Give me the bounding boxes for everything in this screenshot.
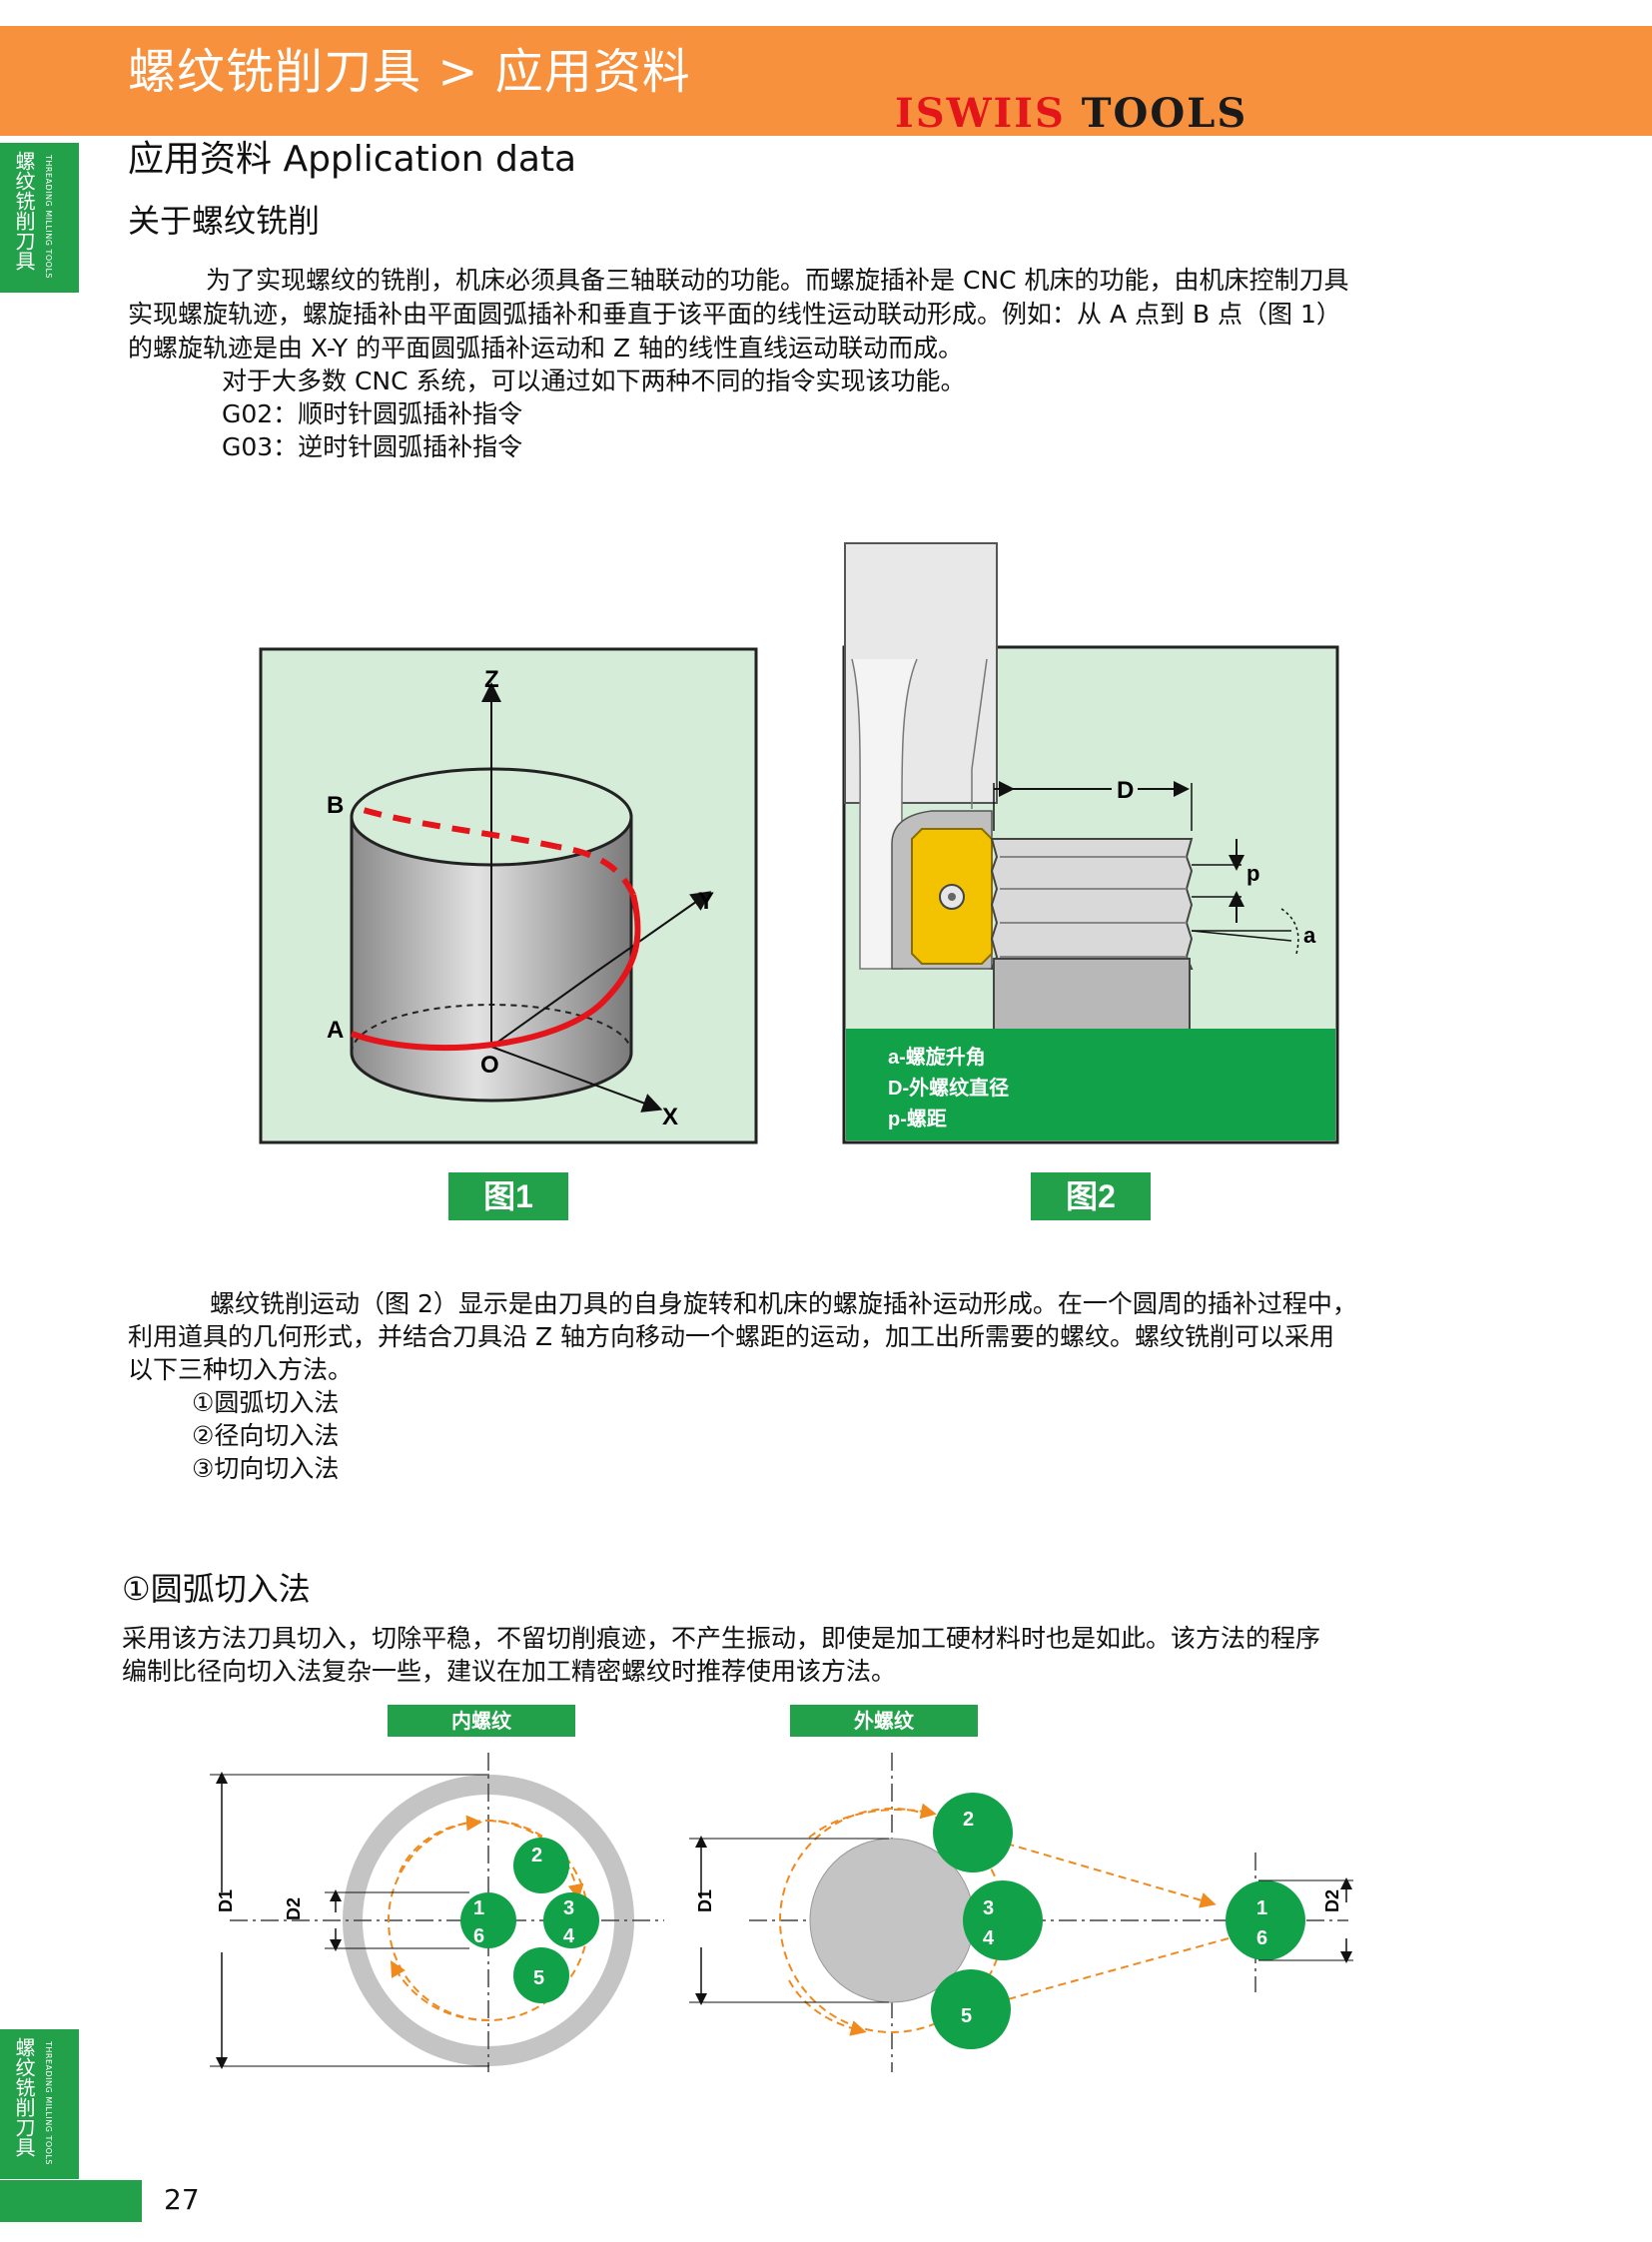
section-subheading: 关于螺纹铣削	[128, 202, 321, 240]
tool-position-5	[513, 1947, 569, 2003]
axis-label-z: Z	[484, 666, 499, 693]
pos-label-3: 3	[563, 1897, 574, 1919]
arc-entry-line-2: 编制比径向切入法复杂一些，建议在加工精密螺纹时推荐使用该方法。	[122, 1657, 897, 1686]
angle-arc	[1280, 908, 1299, 955]
tool-position-1-6	[460, 1892, 516, 1948]
milling-line-3: 以下三种切入方法。	[128, 1355, 354, 1384]
tool-position-2	[933, 1793, 1013, 1872]
section-heading: 应用资料 Application data	[128, 139, 577, 180]
brand-logo-part2: TOOLS	[1081, 90, 1248, 137]
dim-label-a: a	[1303, 923, 1316, 948]
dim-label-p: p	[1246, 861, 1259, 886]
side-tab-title: 螺纹铣削刀具	[12, 151, 36, 271]
milling-line-2: 利用道具的几何形式，并结合刀具沿 Z 轴方向移动一个螺距的运动，加工出所需要的螺…	[128, 1322, 1335, 1351]
legend-p: p-螺距	[888, 1108, 947, 1130]
helix-path-front	[350, 894, 641, 1052]
page-number: 27	[164, 2183, 200, 2216]
external-thread-arc-entry-diagram: 2 3 4 5 1 6 D1 D2	[689, 1753, 1353, 2072]
thread-crests	[1000, 856, 1187, 958]
dim-d1-internal: D1	[216, 1889, 236, 1912]
dim-d2-external: D2	[1322, 1889, 1342, 1912]
side-tab-subtitle: THREADING MILLING TOOLS	[44, 2041, 53, 2166]
method-1: ①圆弧切入法	[192, 1388, 340, 1417]
helix-path-hidden	[557, 844, 636, 897]
figure-1-label: 图1	[448, 1172, 568, 1220]
legend-a: a-螺旋升角	[888, 1045, 986, 1069]
helix-path-top	[353, 804, 559, 850]
figure-2-legend-bg	[846, 1029, 1335, 1140]
dim-label-d: D	[1117, 777, 1134, 804]
tool-position-3-4	[543, 1892, 599, 1948]
internal-thread-arc-entry-diagram: 2 3 4 5 1 6 D1 D2	[210, 1753, 664, 2072]
pos-label-4: 4	[563, 1925, 575, 1947]
page-number-bar	[0, 2180, 142, 2222]
pos-label-5: 5	[961, 2005, 972, 2027]
figure-1-helix-diagram: Z Y X O A B	[259, 647, 758, 1144]
tool-position-2	[513, 1838, 569, 1893]
pos-label-3: 3	[983, 1897, 994, 1919]
pos-label-4: 4	[983, 1927, 995, 1949]
milling-line-1: 螺纹铣削运动（图 2）显示是由刀具的自身旋转和机床的螺旋插补运动形成。在一个圆周…	[210, 1289, 1357, 1318]
y-axis	[595, 891, 712, 973]
tool-position-3-4	[963, 1880, 1043, 1960]
side-tab-top: 螺纹铣削刀具 THREADING MILLING TOOLS	[0, 143, 79, 293]
side-tab-subtitle: THREADING MILLING TOOLS	[44, 155, 53, 280]
internal-thread-label: 内螺纹	[388, 1705, 575, 1737]
brand-logo: ISWIIS TOOLS	[895, 90, 1247, 137]
point-label-b: B	[327, 792, 344, 819]
method-3: ③切向切入法	[192, 1454, 340, 1483]
point-label-a: A	[327, 1017, 344, 1044]
origin-label: O	[480, 1052, 499, 1079]
intro-line-1: 为了实现螺纹的铣削，机床必须具备三轴联动的功能。而螺旋插补是 CNC 机床的功能…	[206, 266, 1349, 295]
pos-label-2: 2	[531, 1845, 542, 1867]
method-2: ②径向切入法	[192, 1421, 340, 1450]
x-axis	[490, 1046, 663, 1113]
intro-line-3: 的螺旋轨迹是由 X-Y 的平面圆弧插补运动和 Z 轴的线性直线运动联动而成。	[128, 334, 964, 363]
header-band	[0, 26, 1652, 136]
side-tab-bottom: 螺纹铣削刀具 THREADING MILLING TOOLS	[0, 2029, 79, 2179]
figure-2-thread-mill-diagram: D p a a-螺旋升角 D-外螺纹直径 p-螺距	[842, 542, 1339, 1144]
insert-screw-center	[948, 893, 956, 901]
pos-label-2: 2	[963, 1809, 974, 1831]
tool-position-5	[931, 1969, 1011, 2049]
legend-d: D-外螺纹直径	[888, 1076, 1009, 1100]
header-title: 螺纹铣削刀具 > 应用资料	[128, 44, 691, 100]
axis-label-x: X	[662, 1104, 678, 1130]
external-thread-label: 外螺纹	[790, 1705, 978, 1737]
pos-label-6: 6	[473, 1925, 484, 1947]
arc-entry-line-1: 采用该方法刀具切入，切除平稳，不留切削痕迹，不产生振动，即使是加工硬材料时也是如…	[122, 1624, 1321, 1653]
figure-2-label: 图2	[1031, 1172, 1151, 1220]
side-tab-title: 螺纹铣削刀具	[12, 2037, 36, 2157]
g02-line: G02：顺时针圆弧插补指令	[222, 399, 523, 428]
pos-label-6: 6	[1256, 1927, 1267, 1949]
brand-logo-part1: ISWIIS	[895, 90, 1066, 137]
pos-label-1: 1	[473, 1897, 484, 1919]
arc-entry-heading: ①圆弧切入法	[122, 1570, 311, 1608]
thread-profile	[990, 838, 1194, 970]
intro-line-4: 对于大多数 CNC 系统，可以通过如下两种不同的指令实现该功能。	[222, 367, 966, 395]
dim-d2-internal: D2	[284, 1897, 304, 1920]
y-axis-hidden	[490, 971, 597, 1048]
g03-line: G03：逆时针圆弧插补指令	[222, 432, 523, 461]
axis-label-y: Y	[698, 888, 714, 915]
tool-position-1-6	[1226, 1880, 1305, 1960]
pos-label-5: 5	[533, 1967, 544, 1989]
intro-line-2: 实现螺旋轨迹，螺旋插补由平面圆弧插补和垂直于该平面的线性运动联动形成。例如：从 …	[128, 300, 1341, 329]
pos-label-1: 1	[1256, 1897, 1267, 1919]
holder-edge	[971, 658, 988, 809]
dim-d1-external: D1	[695, 1889, 715, 1912]
